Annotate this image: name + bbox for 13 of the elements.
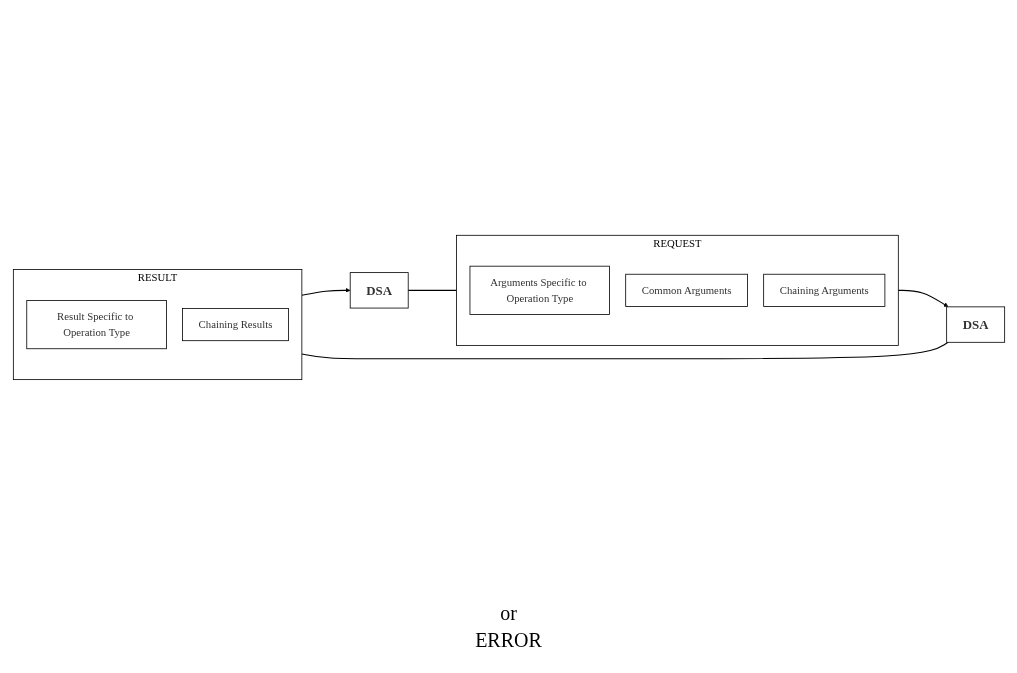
- note-text: ERROR: [475, 628, 542, 652]
- arrow: [897, 289, 948, 308]
- node-box: DSA: [349, 272, 409, 309]
- node-box: Result Specific to Operation Type: [25, 300, 167, 350]
- note-text: or: [499, 601, 518, 625]
- connector: [407, 289, 457, 291]
- node-box: Arguments Specific to Operation Type: [469, 265, 610, 315]
- node-box: Common Arguments: [624, 273, 748, 307]
- node-box: DSA: [945, 306, 1005, 343]
- node-box: Chaining Arguments: [762, 273, 885, 307]
- node-box: Chaining Results: [181, 308, 289, 342]
- arrow: [300, 288, 350, 296]
- connector: [300, 341, 949, 360]
